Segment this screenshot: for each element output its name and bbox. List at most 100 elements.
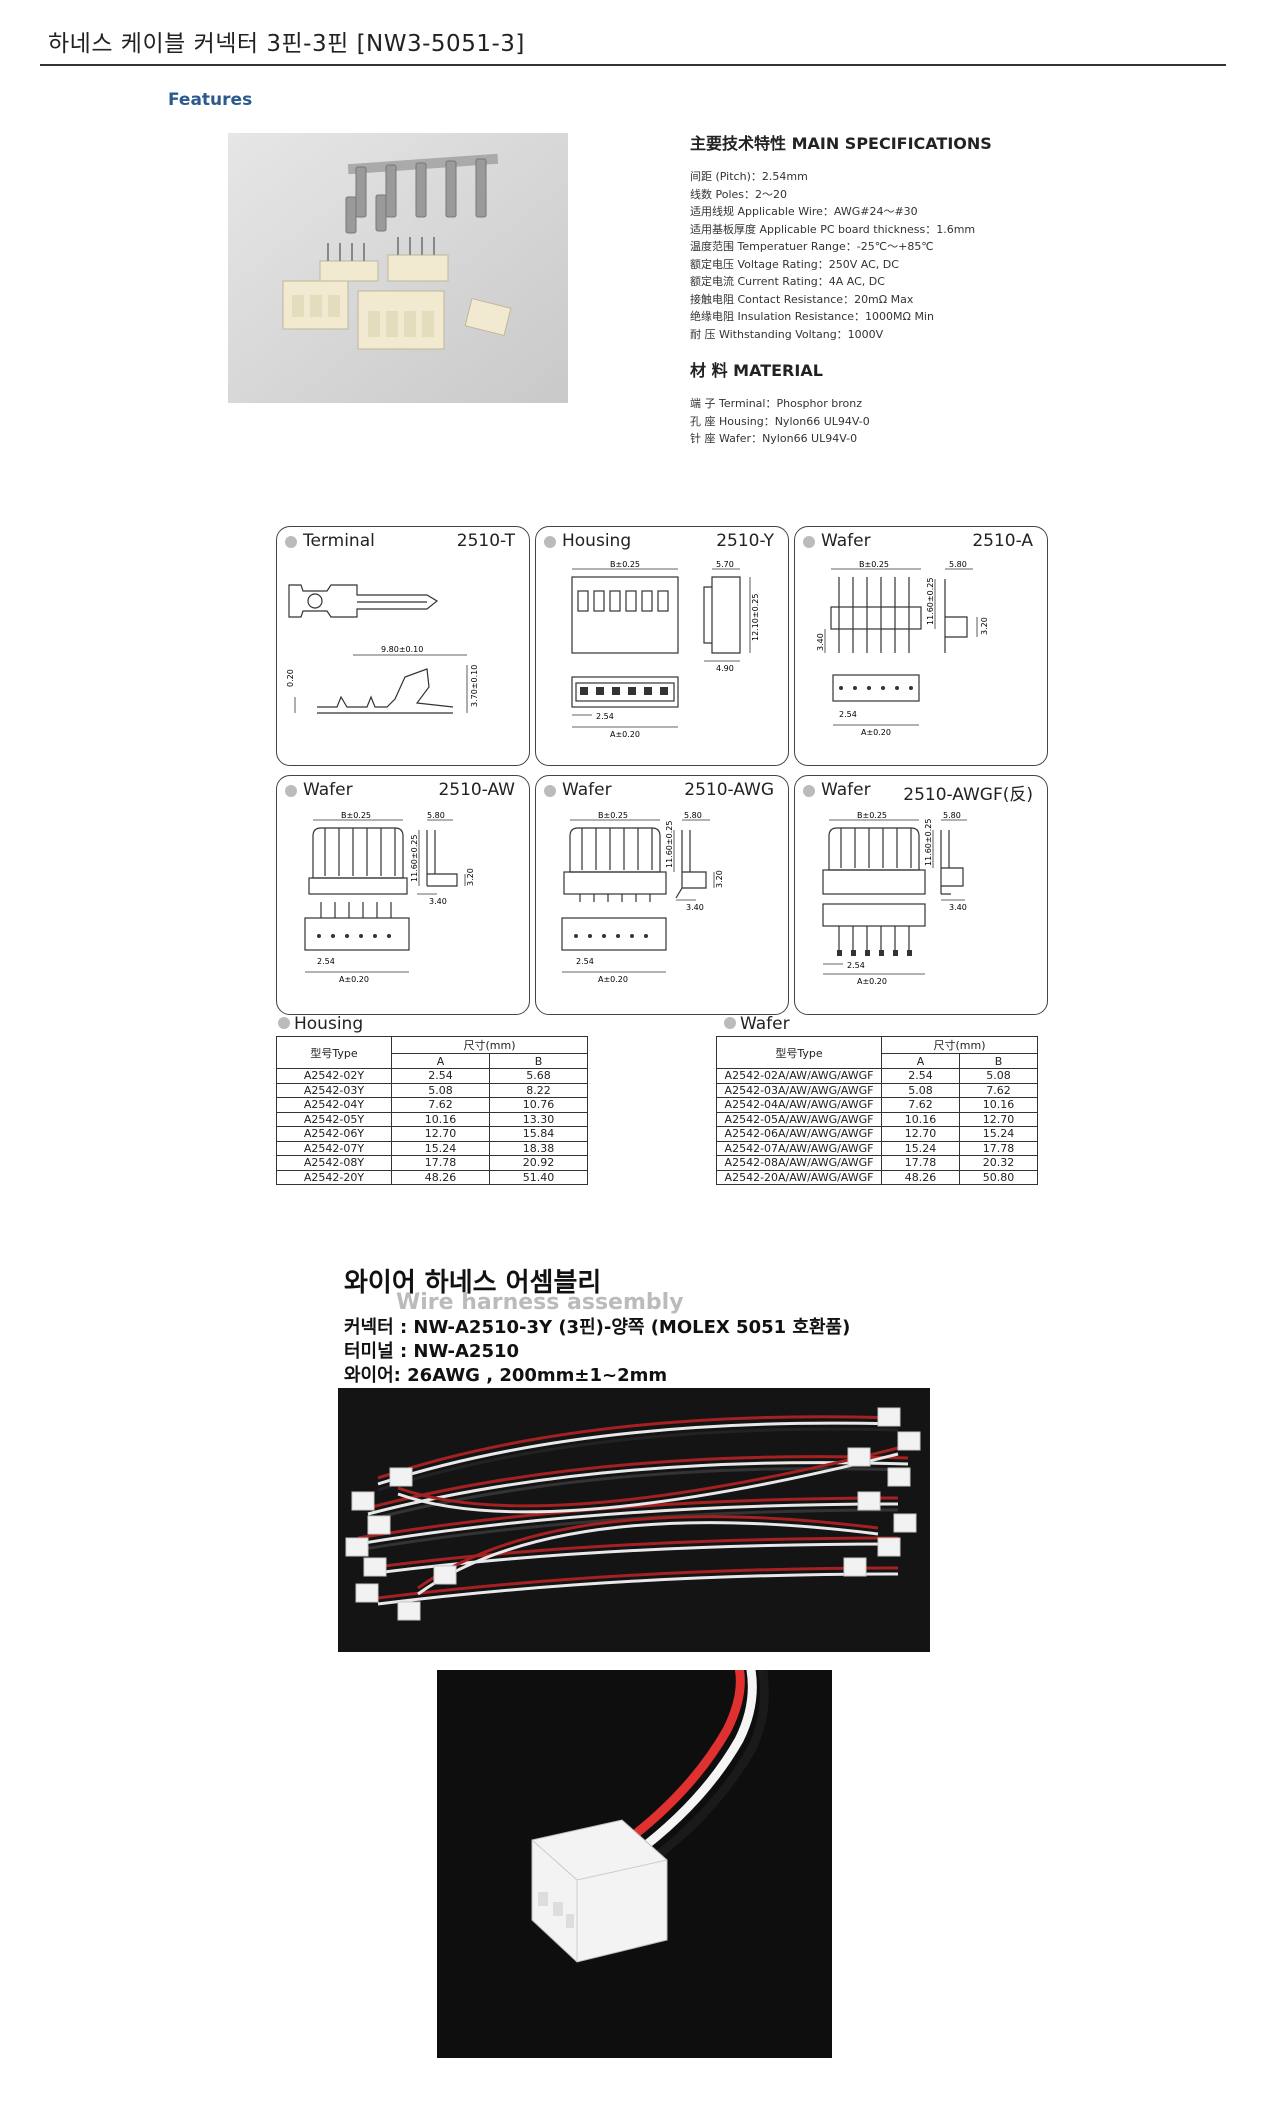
wafer-table-title-text: Wafer: [740, 1014, 790, 1034]
a-cell: 7.62: [881, 1097, 960, 1113]
housing-table-title: Housing: [278, 1014, 363, 1034]
dim-label: 3.20: [980, 617, 989, 635]
a-cell: 5.08: [881, 1082, 960, 1098]
dim-label: 9.80±0.10: [381, 645, 423, 654]
dim-label: B±0.25: [857, 811, 887, 820]
title-divider: [40, 64, 1226, 66]
b-cell: 18.38: [489, 1140, 588, 1156]
spec-line: 间距 (Pitch)：2.54mm: [690, 170, 808, 183]
b-cell: 15.24: [959, 1126, 1038, 1142]
drawing-panel-wafer-aw: Wafer 2510-AW B±0.25 5.80 11.60±0.25 3.2…: [276, 775, 530, 1015]
spec-line: 额定电压 Voltage Rating：250V AC, DC: [690, 257, 899, 271]
spec-line: 接触电阻 Contact Resistance：20mΩ Max: [690, 292, 914, 306]
dim-label: 11.60±0.25: [926, 578, 935, 625]
panel-code: 2510-AW: [438, 780, 515, 800]
type-cell: A2542-02A/AW/AWG/AWGF: [716, 1068, 882, 1084]
b-cell: 15.84: [489, 1126, 588, 1142]
dim-label: 3.40: [429, 897, 447, 906]
b-cell: 7.62: [959, 1082, 1038, 1098]
connector-closeup-photo: [437, 1670, 832, 2058]
drawing-panel-wafer-awgf: Wafer 2510-AWGF(反) B±0.25 5.80 11.60±0.2…: [794, 775, 1048, 1015]
spec-line: 温度范围 Temperatuer Range：-25℃～+85℃: [690, 240, 934, 253]
col-a-header: A: [881, 1053, 960, 1069]
type-cell: A2542-06A/AW/AWG/AWGF: [716, 1126, 882, 1142]
panel-code: 2510-AWG: [684, 780, 774, 800]
dim-label: 5.80: [943, 811, 961, 820]
type-cell: A2542-07A/AW/AWG/AWGF: [716, 1140, 882, 1156]
dim-label: 2.54: [839, 710, 857, 719]
drawing-panel-housing: Housing 2510-Y B±0.25 5.70 12.10±0.25 4.…: [535, 526, 789, 766]
dim-label: B±0.25: [341, 811, 371, 820]
b-cell: 17.78: [959, 1140, 1038, 1156]
dim-label: 4.90: [716, 664, 734, 673]
wafer-a-drawing: B±0.25 5.80 11.60±0.25 3.40 3.20 2.54 A±…: [816, 560, 989, 737]
size-header: 尺寸(mm): [881, 1036, 1038, 1054]
dim-label: 5.80: [949, 560, 967, 569]
dim-label: 3.40: [949, 903, 967, 912]
type-cell: A2542-03A/AW/AWG/AWGF: [716, 1082, 882, 1098]
type-cell: A2542-20Y: [276, 1169, 392, 1185]
b-cell: 51.40: [489, 1169, 588, 1185]
dim-label: A±0.20: [857, 977, 887, 986]
specifications-block: 主要技术特性 MAIN SPECIFICATIONS 间距 (Pitch)：2.…: [690, 130, 1110, 448]
panel-code: 2510-AWGF(反): [903, 785, 1033, 805]
dim-label: B±0.25: [859, 560, 889, 569]
wafer-aw-drawing: B±0.25 5.80 11.60±0.25 3.20 3.40 2.54 A±…: [304, 811, 475, 984]
dim-label: 3.40: [816, 633, 825, 651]
bullet-icon: [285, 785, 297, 797]
type-cell: A2542-08A/AW/AWG/AWGF: [716, 1155, 882, 1171]
specs-heading: 主要技术特性 MAIN SPECIFICATIONS: [690, 134, 992, 153]
dim-label: 5.70: [716, 560, 734, 569]
panel-code: 2510-A: [972, 531, 1033, 551]
b-cell: 20.32: [959, 1155, 1038, 1171]
type-cell: A2542-04Y: [276, 1097, 392, 1113]
col-b-header: B: [489, 1053, 588, 1069]
dim-label: 11.60±0.25: [924, 819, 933, 866]
page-title: 하네스 케이블 커넥터 3핀-3핀 [NW3-5051-3]: [48, 31, 525, 57]
type-cell: A2542-05A/AW/AWG/AWGF: [716, 1111, 882, 1127]
panel-code: 2510-T: [456, 531, 515, 551]
material-heading: 材 料 MATERIAL: [690, 361, 823, 380]
bullet-icon: [544, 785, 556, 797]
dim-label: 0.20: [286, 669, 295, 687]
material-line: 针 座 Wafer：Nylon66 UL94V-0: [690, 432, 858, 445]
b-cell: 5.08: [959, 1068, 1038, 1084]
terminal-spec: 터미널 : NW-A2510: [344, 1341, 520, 1362]
a-cell: 15.24: [881, 1140, 960, 1156]
assembly-subheading: Wire harness assembly: [396, 1290, 684, 1315]
assembly-heading: 와이어 하네스 어셈블리: [344, 1268, 602, 1298]
panel-name: Terminal: [303, 531, 375, 551]
a-cell: 12.70: [391, 1126, 490, 1142]
type-cell: A2542-08Y: [276, 1155, 392, 1171]
a-cell: 2.54: [881, 1068, 960, 1084]
dim-label: 5.80: [427, 811, 445, 820]
dim-label: 3.20: [715, 870, 724, 888]
b-cell: 8.22: [489, 1082, 588, 1098]
component-photo: [228, 133, 568, 403]
bullet-icon: [724, 1017, 736, 1029]
dim-label: 2.54: [847, 961, 865, 970]
spec-line: 耐 压 Withstanding Voltang：1000V: [690, 327, 884, 341]
drawing-panel-wafer-awg: Wafer 2510-AWG B±0.25 5.80 11.60±0.25 3.…: [535, 775, 789, 1015]
drawing-panel-wafer-a: Wafer 2510-A B±0.25 5.80 11.60±0.25 3.40…: [794, 526, 1048, 766]
dim-label: B±0.25: [610, 560, 640, 569]
bullet-icon: [278, 1017, 290, 1029]
bullet-icon: [803, 536, 815, 548]
drawing-panel-terminal: Terminal 2510-T 9.80±0.10 0.20 3.70±0.10: [276, 526, 530, 766]
b-cell: 5.68: [489, 1068, 588, 1084]
harness-bundle-photo: [338, 1388, 930, 1652]
bullet-icon: [544, 536, 556, 548]
features-label: Features: [168, 90, 253, 110]
a-cell: 12.70: [881, 1126, 960, 1142]
housing-table-title-text: Housing: [294, 1014, 364, 1034]
a-cell: 5.08: [391, 1082, 490, 1098]
